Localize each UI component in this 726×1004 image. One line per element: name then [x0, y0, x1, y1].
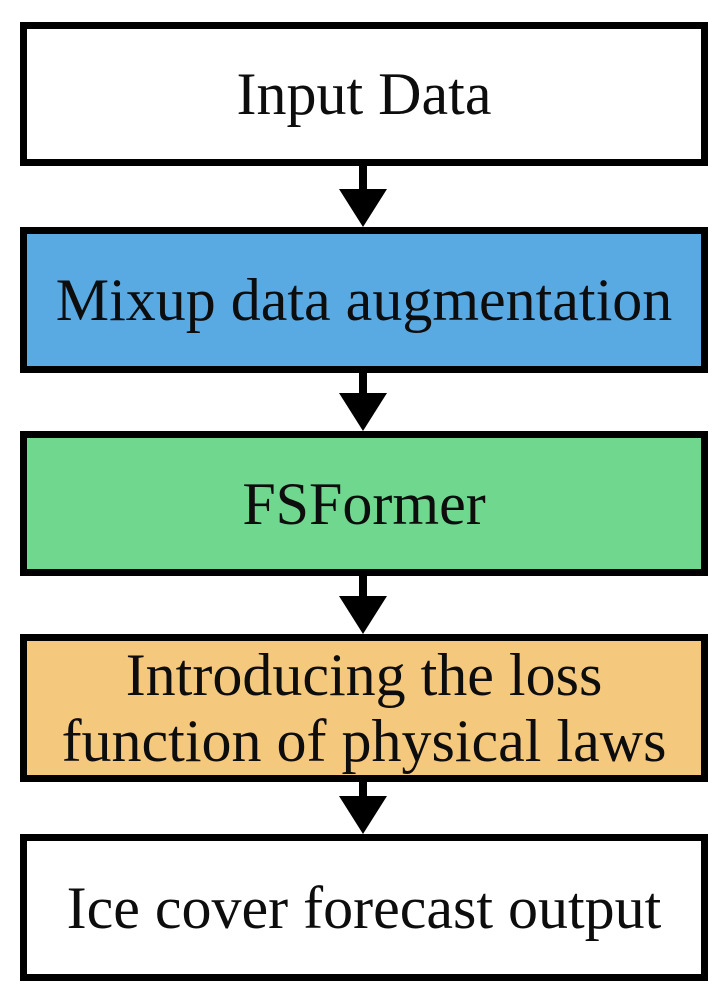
- node-input-data: Input Data: [20, 22, 708, 166]
- arrow-down-icon: [0, 576, 726, 634]
- arrow-stem: [359, 373, 367, 393]
- arrow-head: [339, 596, 387, 634]
- arrow-head: [339, 796, 387, 834]
- arrow-down-icon: [0, 782, 726, 834]
- node-physics-loss-function: Introducing the loss function of physica…: [20, 634, 708, 782]
- arrow-stem: [359, 166, 367, 189]
- arrow-down-icon: [0, 373, 726, 431]
- arrow-head: [339, 393, 387, 431]
- arrow-stem: [359, 576, 367, 596]
- arrow-down-icon: [0, 166, 726, 227]
- node-mixup-data-augmentation: Mixup data augmentation: [20, 227, 708, 373]
- node-fsformer: FSFormer: [20, 431, 708, 576]
- arrow-stem: [359, 782, 367, 796]
- node-ice-cover-forecast-output: Ice cover forecast output: [20, 834, 708, 981]
- arrow-head: [339, 189, 387, 227]
